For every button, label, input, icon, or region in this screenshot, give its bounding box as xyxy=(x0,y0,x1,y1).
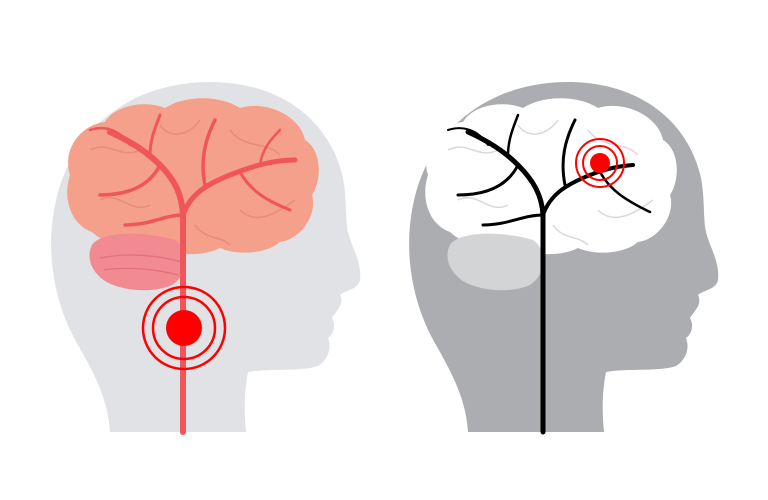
brain-folds xyxy=(89,119,296,246)
blood-vessels xyxy=(447,113,652,435)
brain-folds xyxy=(447,119,654,246)
right-head xyxy=(409,82,719,435)
left-head xyxy=(51,82,361,435)
target-icon xyxy=(141,285,227,371)
target-icon xyxy=(575,138,625,188)
blood-vessels xyxy=(88,113,298,435)
